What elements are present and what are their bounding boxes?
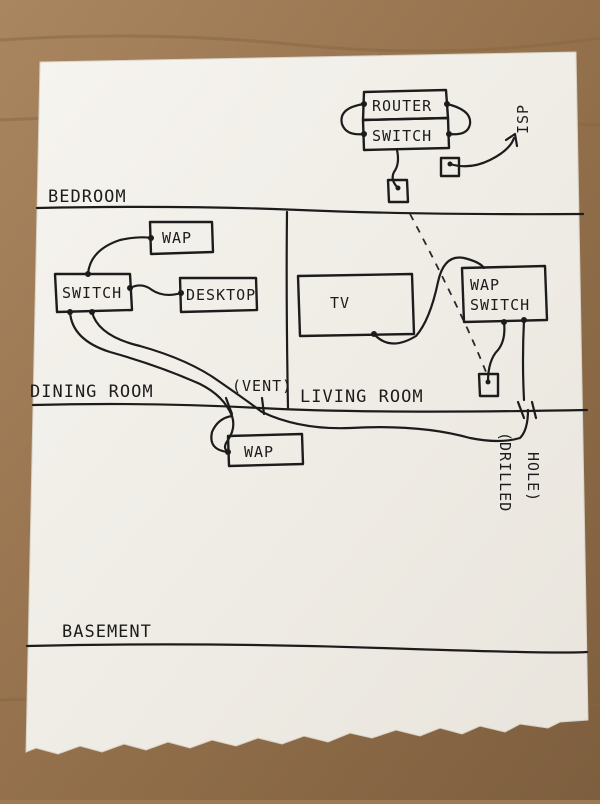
dining-floor-line <box>31 402 589 413</box>
isp-cable <box>448 136 516 168</box>
room-divider-line <box>285 210 290 410</box>
switch-to-wap-cable <box>86 236 153 276</box>
dining-wap-box <box>226 432 305 468</box>
bedroom-floor-line <box>35 205 585 216</box>
router-label: ROUTER <box>372 97 432 115</box>
router-port-left <box>361 101 367 107</box>
living-wall-jack <box>477 372 500 398</box>
desktop-box <box>178 276 259 314</box>
tv-to-wap-switch-cable <box>372 256 486 345</box>
tv-label: TV <box>330 294 350 312</box>
paper-sheet <box>25 51 589 755</box>
dining-room-label: DINING ROOM <box>30 382 154 402</box>
isp-arrow-head <box>504 132 519 148</box>
router-left-loop <box>340 102 366 136</box>
router-port-right <box>444 101 450 107</box>
router-switch-box <box>361 116 451 152</box>
vent-cable-b <box>90 310 530 443</box>
dining-wap-cable-loop <box>210 414 234 454</box>
drilled-hole-label-2: HOLE) <box>524 452 542 502</box>
bedroom-wap-box <box>148 220 215 256</box>
desktop-label: DESKTOP <box>186 286 256 304</box>
drilled-hole-label-1: (DRILLED <box>496 432 514 512</box>
switch-to-jack-cable <box>391 148 400 190</box>
switch-port-left <box>361 131 367 137</box>
wap-switch-to-jack-cable <box>486 320 506 384</box>
bedroom-wap-label: WAP <box>162 229 192 247</box>
isp-label: ISP <box>514 104 532 134</box>
vent-label: (VENT) <box>232 377 292 395</box>
bedroom-label: BEDROOM <box>48 187 127 207</box>
isp-wall-jack <box>439 156 461 178</box>
switch-to-desktop-cable <box>128 284 183 297</box>
wap-switch-box <box>460 264 549 324</box>
vent-mark-left <box>224 396 234 416</box>
wap-switch-down-cable <box>521 318 526 402</box>
vent-mark-right <box>260 396 266 416</box>
dining-wap-label: WAP <box>244 443 274 461</box>
living-room-label: LIVING ROOM <box>300 387 424 407</box>
tv-box <box>296 272 416 338</box>
drilled-mark-left <box>516 400 526 420</box>
wap-switch-label-2: SWITCH <box>470 296 530 314</box>
basement-floor-line <box>25 643 589 654</box>
basement-label: BASEMENT <box>62 622 152 642</box>
drilled-mark-right <box>530 400 538 420</box>
router-right-loop <box>445 102 472 136</box>
bedroom-switch-box <box>53 272 134 314</box>
router-switch-label: SWITCH <box>372 127 432 145</box>
bedroom-switch-label: SWITCH <box>62 284 122 302</box>
attic-jack-port <box>395 185 401 191</box>
switch-port-right <box>446 131 452 137</box>
attic-wall-jack <box>386 178 410 204</box>
wap-switch-label-1: WAP <box>470 276 500 294</box>
